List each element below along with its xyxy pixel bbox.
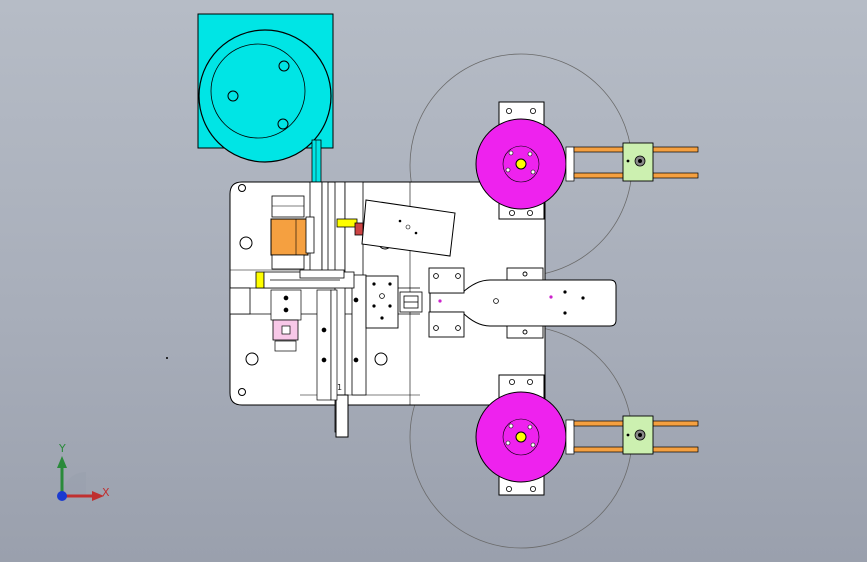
stray-point: [166, 357, 168, 359]
feed-arm[interactable]: [429, 279, 617, 327]
z-axis-icon: [57, 491, 67, 501]
gripper[interactable]: [399, 291, 423, 313]
reel-bottom-hub: [515, 431, 527, 443]
feed-chute: [335, 394, 349, 438]
reel-top-hub: [515, 158, 527, 170]
feed-label: 1: [337, 383, 343, 392]
reel-top[interactable]: [475, 101, 575, 220]
arm-mounts: [428, 267, 544, 339]
axis-triad[interactable]: [57, 456, 104, 501]
crossbar: [263, 269, 355, 289]
reel-bottom[interactable]: [475, 374, 575, 496]
cutter-assembly[interactable]: [270, 195, 315, 270]
axis-x-label: X: [102, 486, 110, 499]
orange-block: [270, 218, 309, 256]
center-block[interactable]: [365, 275, 399, 329]
vertical-feed-columns: [309, 181, 367, 433]
green-tab: [354, 222, 364, 236]
motor-housing[interactable]: [197, 13, 334, 183]
motor-shaft: [311, 139, 322, 183]
angled-plate: [361, 199, 456, 257]
motor-face: [210, 43, 306, 139]
center-guide: [270, 289, 359, 401]
axis-y-label: Y: [59, 442, 66, 455]
yellow-tab-left: [255, 271, 265, 289]
pink-clamp[interactable]: [272, 319, 299, 352]
yellow-tab-top: [336, 218, 358, 228]
tensioner-top[interactable]: [573, 142, 699, 182]
left-rail: [229, 287, 251, 315]
tensioner-bottom[interactable]: [573, 415, 699, 455]
